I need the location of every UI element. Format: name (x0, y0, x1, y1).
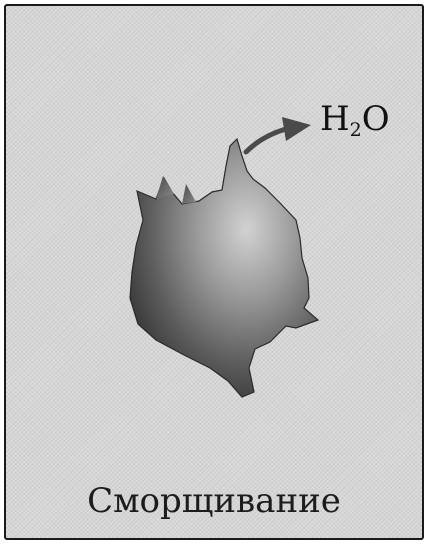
arrow-head-icon (282, 117, 311, 141)
diagram-panel: H2O Сморщивание (4, 4, 424, 540)
shrunken-cell-icon (130, 139, 318, 397)
formula-o: O (362, 99, 390, 139)
cell-spike-top (182, 184, 196, 204)
shrunken-cell-illustration (6, 6, 424, 540)
caption-label: Сморщивание (6, 484, 422, 518)
water-formula-label: H2O (320, 102, 390, 140)
formula-subscript: 2 (350, 119, 362, 141)
water-outflow-arrow-icon (246, 129, 286, 152)
formula-h: H (320, 99, 350, 139)
